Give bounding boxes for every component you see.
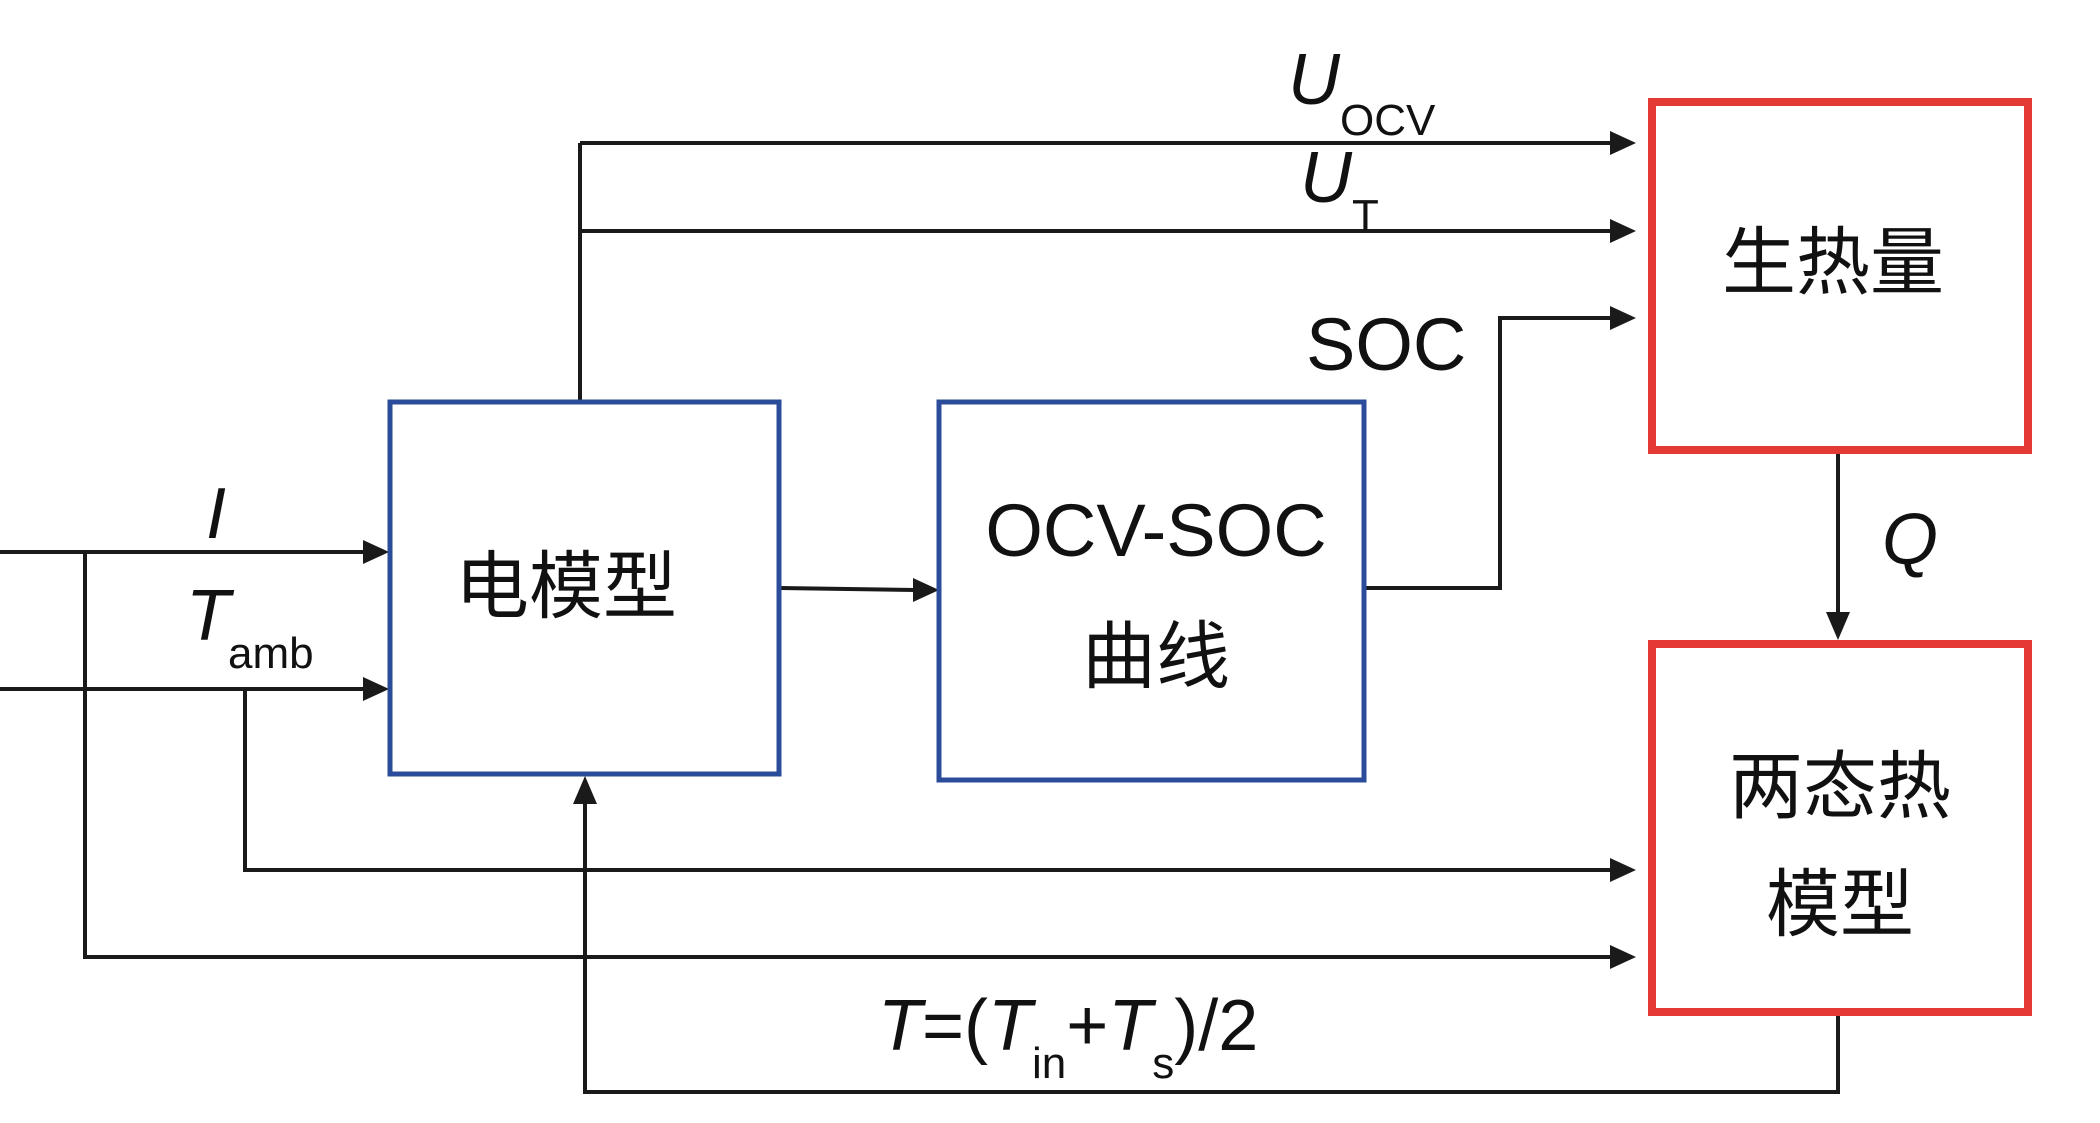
label-uocv-sub: OCV — [1340, 96, 1436, 145]
feedback-Tin-sub: in — [1032, 1039, 1066, 1088]
label-two-state-line2: 模型 — [1766, 862, 1914, 948]
feedback-close: )/2 — [1174, 986, 1258, 1066]
label-ut-sub: T — [1352, 191, 1379, 240]
label-feedback-formula: T=(Tin+Ts)/2 — [878, 986, 1258, 1088]
block-two-state-thermal-model — [1648, 640, 2032, 1016]
label-curve: 曲线 — [1082, 614, 1230, 700]
arrow-current — [363, 540, 389, 564]
label-heat-generation: 生热量 — [1722, 220, 1944, 306]
wire-tamb-to-thermal — [243, 689, 1612, 872]
arrow-elec-to-ocv — [913, 578, 939, 602]
feedback-plus: + — [1066, 986, 1108, 1066]
label-electrical-model: 电模型 — [455, 544, 677, 630]
arrow-q — [1826, 612, 1850, 640]
wire-current-to-thermal — [83, 552, 1612, 959]
arrow-ut — [1610, 219, 1636, 243]
label-soc: SOC — [1306, 303, 1466, 386]
wire-feedback — [583, 800, 1840, 1094]
arrow-current-to-thermal — [1610, 945, 1636, 969]
label-tamb-main: T — [186, 576, 235, 656]
arrow-uocv — [1610, 131, 1636, 155]
label-ocv-soc: OCV-SOC — [985, 489, 1326, 572]
label-uocv-main: U — [1288, 40, 1341, 120]
feedback-T: T — [878, 986, 927, 1066]
block-electrical-model — [387, 399, 782, 777]
feedback-Tin: T — [988, 986, 1037, 1066]
arrow-feedback — [573, 776, 597, 804]
arrow-tamb-to-thermal — [1610, 858, 1636, 882]
label-q: Q — [1882, 500, 1938, 580]
label-tamb-sub: amb — [228, 629, 314, 678]
block-heat-generation — [1648, 98, 2032, 454]
wire-soc — [1350, 316, 1612, 590]
block-ocv-soc-curve — [936, 399, 1367, 783]
arrow-soc — [1610, 306, 1636, 330]
feedback-Ts: T — [1108, 986, 1157, 1066]
arrow-tamb — [363, 677, 389, 701]
label-current: I — [206, 474, 226, 554]
feedback-Ts-sub: s — [1152, 1039, 1174, 1088]
wire-elec-to-ocv — [779, 586, 916, 592]
feedback-eq-open: =( — [922, 986, 988, 1066]
label-two-state-line1: 两态热 — [1729, 744, 1951, 830]
label-ut-main: U — [1300, 138, 1353, 218]
